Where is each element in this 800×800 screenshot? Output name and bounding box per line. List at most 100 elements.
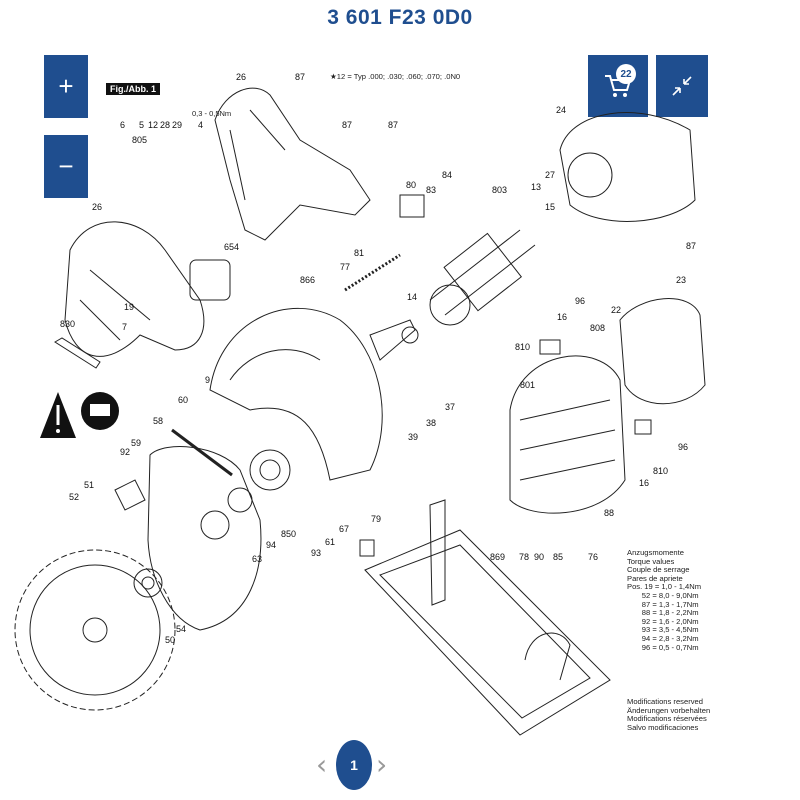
part-number-label[interactable]: 16 [639, 478, 649, 488]
part-number-label[interactable]: 16 [557, 312, 567, 322]
part-number-label[interactable]: 7 [122, 322, 127, 332]
part-number-label[interactable]: 23 [676, 275, 686, 285]
torque-rows: Pos. 19 = 1,0 - 1,4Nm 52 = 8,0 - 9,0Nm 8… [627, 582, 702, 652]
field-housing-part [559, 112, 696, 222]
part-number-label[interactable]: 87 [342, 120, 352, 130]
part-number-label[interactable]: 67 [339, 524, 349, 534]
part-number-label[interactable]: 54 [176, 624, 186, 634]
part-number-label[interactable]: 63 [252, 554, 262, 564]
part-number-label[interactable]: 15 [545, 202, 555, 212]
zoom-out-button[interactable]: − [44, 135, 88, 198]
part-number-label[interactable]: 19 [124, 302, 134, 312]
part-number-label[interactable]: 80 [406, 180, 416, 190]
cart-button[interactable]: 22 [588, 55, 648, 117]
page-title: 3 601 F23 0D0 [327, 6, 473, 29]
part-number-label[interactable]: 96 [575, 296, 585, 306]
armature-part [429, 229, 536, 316]
part-number-label[interactable]: 52 [69, 492, 79, 502]
part-number-label[interactable]: 79 [371, 514, 381, 524]
part-number-label[interactable]: 77 [340, 262, 350, 272]
part-number-label[interactable]: 9 [205, 375, 210, 385]
modifications-note: Modifications reserved Änderungen vorbeh… [627, 697, 711, 732]
part-number-label[interactable]: 85 [553, 552, 563, 562]
part-number-label[interactable]: 24 [556, 105, 566, 115]
part-number-label[interactable]: 803 [492, 185, 507, 195]
prev-page-icon[interactable]: ‹ [316, 748, 328, 781]
part-number-label[interactable]: 60 [178, 395, 188, 405]
part-number-label[interactable]: 51 [84, 480, 94, 490]
part-number-label[interactable]: 37 [445, 402, 455, 412]
part-number-label[interactable]: 78 [519, 552, 529, 562]
part-number-label[interactable]: 93 [311, 548, 321, 558]
part-number-label[interactable]: 869 [490, 552, 505, 562]
part-number-label[interactable]: 59 [131, 438, 141, 448]
stator-housing-part [509, 355, 626, 514]
part-number-label[interactable]: 6 [120, 120, 125, 130]
part-number-label[interactable]: 84 [442, 170, 452, 180]
part-number-label[interactable]: 13 [531, 182, 541, 192]
part-number-label[interactable]: 87 [686, 241, 696, 251]
part-number-label[interactable]: 87 [388, 120, 398, 130]
part-number-label[interactable]: 76 [588, 552, 598, 562]
part-number-label[interactable]: 805 [132, 135, 147, 145]
part-number-label[interactable]: 81 [354, 248, 364, 258]
gear-part [249, 449, 291, 491]
part-number-label[interactable]: 96 [678, 442, 688, 452]
part-number-label[interactable]: 810 [653, 466, 668, 476]
warning-symbols [40, 392, 119, 438]
base-plate-part [364, 529, 611, 736]
part-number-label[interactable]: 5 [139, 120, 144, 130]
collapse-arrows-icon [672, 76, 692, 96]
part-number-label[interactable]: 26 [92, 202, 102, 212]
part-number-label[interactable]: 830 [60, 319, 75, 329]
part-number-label[interactable]: 38 [426, 418, 436, 428]
part-number-label[interactable]: 866 [300, 275, 315, 285]
torque-table: Anzugsmomente Torque values Couple de se… [627, 548, 702, 652]
collapse-button[interactable] [656, 55, 708, 117]
part-number-label[interactable]: 28 [160, 120, 170, 130]
part-number-label[interactable]: 22 [611, 305, 621, 315]
part-number-label[interactable]: 4 [198, 120, 203, 130]
part-number-label[interactable]: 83 [426, 185, 436, 195]
part-number-label[interactable]: 58 [153, 416, 163, 426]
zoom-in-button[interactable]: + [44, 55, 88, 118]
part-number-label[interactable]: 850 [281, 529, 296, 539]
part-number-label[interactable]: 27 [545, 170, 555, 180]
part-number-label[interactable]: 14 [407, 292, 417, 302]
current-page-button[interactable]: 1 [336, 740, 372, 790]
part-number-label[interactable]: 61 [325, 537, 335, 547]
part-number-label[interactable]: 90 [534, 552, 544, 562]
part-number-label[interactable]: 810 [515, 342, 530, 352]
lower-guard-part [147, 446, 262, 631]
type-note: ★12 = Typ .000; .030; .060; .070; .0N0 [330, 72, 461, 81]
pagination: ‹ 1 › [0, 740, 800, 790]
part-number-label[interactable]: 88 [604, 508, 614, 518]
part-number-label[interactable]: 92 [120, 447, 130, 457]
figure-label: Fig./Abb. 1 [106, 83, 160, 95]
allen-key-part [54, 337, 101, 369]
motor-housing-part [64, 221, 205, 357]
plus-icon: + [58, 71, 74, 101]
part-number-label[interactable]: 12 [148, 120, 158, 130]
blade-guard-part [209, 307, 383, 481]
next-page-icon[interactable]: › [376, 748, 388, 781]
part-number-label[interactable]: 801 [520, 380, 535, 390]
part-number-label[interactable]: 654 [224, 242, 239, 252]
cart-count-badge: 22 [616, 64, 636, 84]
spindle-rod-part [171, 428, 233, 477]
torque-note-4: 0,3 - 0,5Nm [192, 109, 231, 118]
part-number-label[interactable]: 26 [236, 72, 246, 82]
saw-blade-part [14, 549, 176, 711]
minus-icon: − [58, 151, 74, 181]
part-number-label[interactable]: 29 [172, 120, 182, 130]
part-number-label[interactable]: 87 [295, 72, 305, 82]
part-number-label[interactable]: 39 [408, 432, 418, 442]
part-number-label[interactable]: 808 [590, 323, 605, 333]
part-number-label[interactable]: 94 [266, 540, 276, 550]
handle-housing-part [214, 87, 371, 241]
motor-cap-part [619, 298, 706, 405]
part-number-label[interactable]: 50 [165, 635, 175, 645]
torque-title: Anzugsmomente Torque values Couple de se… [627, 548, 690, 583]
